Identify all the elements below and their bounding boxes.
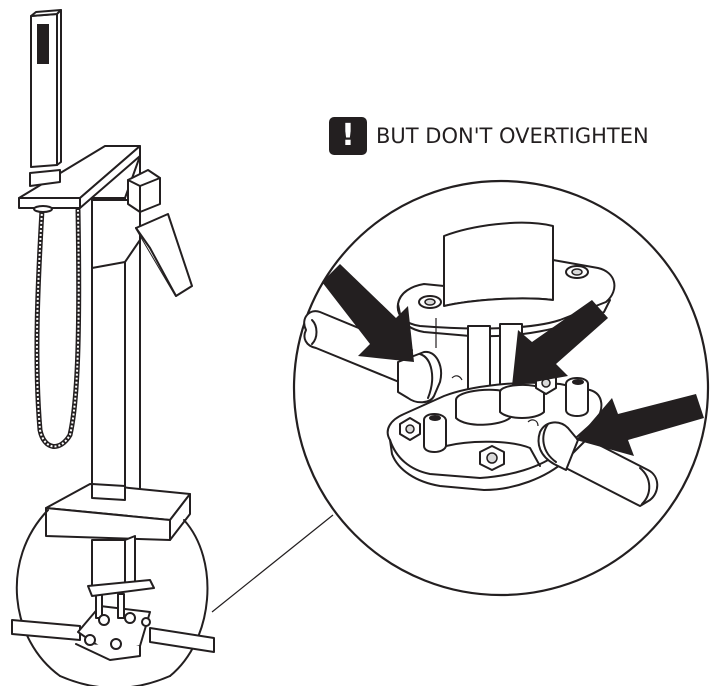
callout-line-lower xyxy=(211,514,334,613)
tighten-arrows xyxy=(322,264,704,456)
center-nut xyxy=(479,445,505,471)
mounting-plate xyxy=(396,259,616,330)
supply-pipe-left xyxy=(11,619,81,641)
left-nut xyxy=(399,417,421,441)
arrow-left xyxy=(322,264,414,362)
detail-circle-large xyxy=(292,179,710,597)
detail-circle-small xyxy=(11,509,215,686)
warning-text: BUT DON'T OVERTIGHTEN xyxy=(376,124,649,148)
hand-shower xyxy=(30,9,62,168)
arrow-center xyxy=(512,300,608,386)
arrow-right xyxy=(576,394,704,456)
freestanding-faucet xyxy=(18,9,193,591)
shower-hose xyxy=(34,207,82,449)
shower-nozzle-grid xyxy=(37,24,49,64)
warning-icon: ! xyxy=(329,117,367,155)
supply-pipe-right xyxy=(149,627,215,653)
warning-banner: ! BUT DON'T OVERTIGHTEN xyxy=(329,117,649,155)
mixer-handle xyxy=(135,213,193,297)
column-section xyxy=(443,221,554,307)
